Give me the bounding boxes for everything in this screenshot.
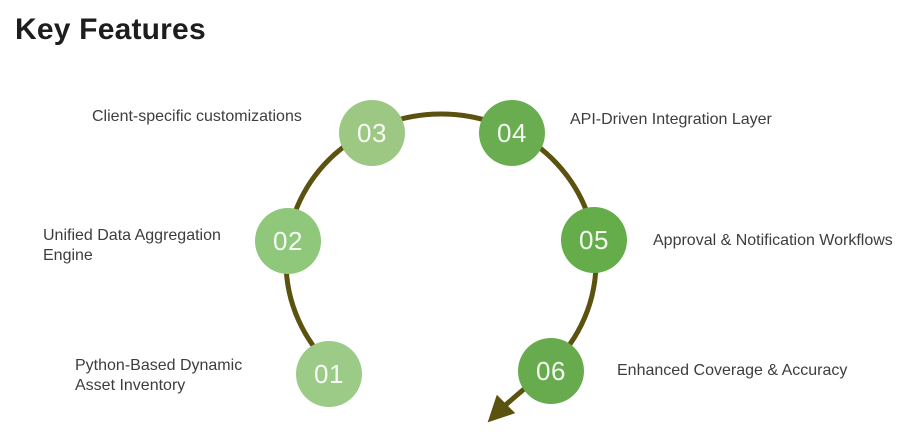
step-circle-02: 02 [255,208,321,274]
step-circle-05: 05 [561,207,627,273]
step-circle-01: 01 [296,341,362,407]
feature-label-01: Python-Based Dynamic Asset Inventory [75,357,243,394]
page-title: Key Features [15,13,206,46]
step-number: 04 [497,117,527,148]
step-circle-04: 04 [479,100,545,166]
feature-label-02: Unified Data Aggregation Engine [43,227,221,264]
step-number: 02 [273,225,303,256]
feature-label-04: API-Driven Integration Layer [570,111,772,128]
step-number: 01 [314,358,344,389]
feature-label-03: Client-specific customizations [92,108,302,125]
step-number: 05 [579,224,609,255]
step-circle-03: 03 [339,100,405,166]
feature-label-06: Enhanced Coverage & Accuracy [617,362,848,379]
step-circle-06: 06 [518,338,584,404]
feature-label-05: Approval & Notification Workflows [653,232,893,249]
step-number: 03 [357,117,387,148]
step-number: 06 [536,355,566,386]
